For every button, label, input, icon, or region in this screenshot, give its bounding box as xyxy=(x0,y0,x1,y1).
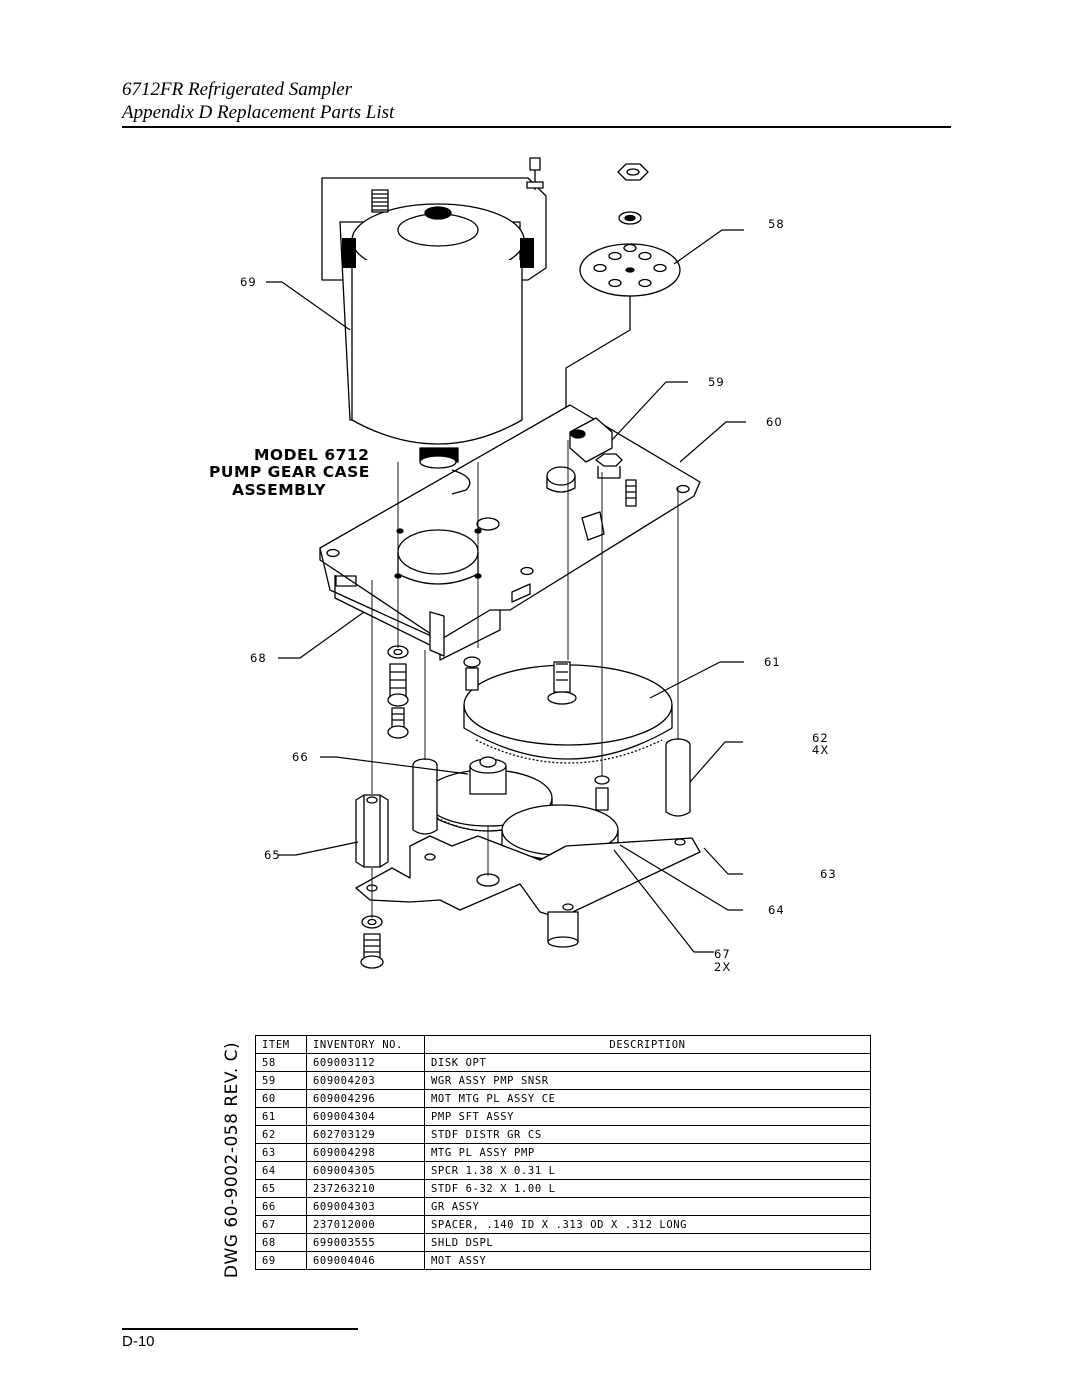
description-cell: GR ASSY xyxy=(424,1197,871,1216)
page-number: D-10 xyxy=(122,1333,155,1350)
document-title: 6712FR Refrigerated Sampler xyxy=(122,79,353,100)
inventory-cell: 602703129 xyxy=(306,1125,425,1144)
drawing-number-text: DWG 60-9002-058 REV. C) xyxy=(222,1041,242,1279)
description-cell: SPCR 1.38 X 0.31 L xyxy=(424,1161,871,1180)
display-shield xyxy=(334,575,531,661)
description-cell: SHLD DSPL xyxy=(424,1233,871,1252)
callout-61: 61 xyxy=(764,655,781,669)
column-header-description: DESCRIPTION xyxy=(424,1035,871,1054)
hardware-stack-left xyxy=(387,645,409,739)
pump-mounting-plate xyxy=(355,835,701,948)
callout-67-qty: 2X xyxy=(714,960,731,974)
cable-tie xyxy=(526,157,544,190)
item-cell: 68 xyxy=(255,1233,307,1252)
inventory-cell: 609004303 xyxy=(306,1197,425,1216)
inventory-cell: 609004298 xyxy=(306,1143,425,1162)
motor-assembly xyxy=(321,157,547,469)
item-cell: 61 xyxy=(255,1107,307,1126)
pump-shaft-gear xyxy=(463,656,673,764)
table-header-row: ITEM INVENTORY NO. DESCRIPTION xyxy=(255,1035,871,1054)
description-cell: MOT MTG PL ASSY CE xyxy=(424,1089,871,1108)
inventory-cell: 699003555 xyxy=(306,1233,425,1252)
description-cell: WGR ASSY PMP SNSR xyxy=(424,1071,871,1090)
description-cell: SPACER, .140 ID X .313 OD X .312 LONG xyxy=(424,1215,871,1234)
callout-62: 62 xyxy=(812,731,829,745)
item-cell: 66 xyxy=(255,1197,307,1216)
callout-65: 65 xyxy=(264,848,281,862)
item-cell: 62 xyxy=(255,1125,307,1144)
item-cell: 69 xyxy=(255,1251,307,1270)
callout-66: 66 xyxy=(292,750,309,764)
motor-mounting-plate xyxy=(319,404,701,652)
pump-sensor xyxy=(569,417,623,479)
item-cell: 59 xyxy=(255,1071,307,1090)
item-cell: 63 xyxy=(255,1143,307,1162)
description-cell: MTG PL ASSY PMP xyxy=(424,1143,871,1162)
item-cell: 67 xyxy=(255,1215,307,1234)
description-cell: STDF DISTR GR CS xyxy=(424,1125,871,1144)
callout-67: 67 xyxy=(714,947,731,961)
drawing-number-label: DWG 60-9002-058 REV. C) xyxy=(222,1040,242,1280)
item-cell: 60 xyxy=(255,1089,307,1108)
callout-69: 69 xyxy=(240,275,257,289)
description-cell: PMP SFT ASSY xyxy=(424,1107,871,1126)
inventory-cell: 609004296 xyxy=(306,1089,425,1108)
standoff-distributor xyxy=(412,738,691,835)
inventory-cell: 609003112 xyxy=(306,1053,425,1072)
drawing-title-assembly-name: PUMP GEAR CASE xyxy=(209,463,370,481)
section-title: Appendix D Replacement Parts List xyxy=(122,102,395,123)
drawing-title-assembly: ASSEMBLY xyxy=(232,481,326,499)
callout-58: 58 xyxy=(768,217,785,231)
item-cell: 58 xyxy=(255,1053,307,1072)
exploded-assembly-drawing: MODEL 6712 PUMP GEAR CASE ASSEMBLY 58 69… xyxy=(209,157,837,974)
header-rule xyxy=(122,126,951,128)
standoff xyxy=(355,794,389,868)
motor-spring xyxy=(371,189,389,213)
callout-62-qty: 4X xyxy=(812,743,829,757)
page-header: 6712FR Refrigerated Sampler Appendix D R… xyxy=(122,78,394,124)
inventory-cell: 609004305 xyxy=(306,1161,425,1180)
inventory-cell: 609004304 xyxy=(306,1107,425,1126)
bottom-screw xyxy=(360,915,384,969)
drawing-title-model: MODEL 6712 xyxy=(254,446,369,464)
inventory-cell: 237263210 xyxy=(306,1179,425,1198)
column-header-inventory: INVENTORY NO. xyxy=(306,1035,425,1054)
optical-disk xyxy=(565,163,681,440)
callout-64: 64 xyxy=(768,903,785,917)
column-header-item: ITEM xyxy=(255,1035,307,1054)
item-cell: 64 xyxy=(255,1161,307,1180)
description-cell: DISK OPT xyxy=(424,1053,871,1072)
callout-63: 63 xyxy=(820,867,837,881)
description-cell: MOT ASSY xyxy=(424,1251,871,1270)
footer-rule xyxy=(122,1328,358,1330)
callout-68: 68 xyxy=(250,651,267,665)
callout-60: 60 xyxy=(766,415,783,429)
inventory-cell: 609004203 xyxy=(306,1071,425,1090)
inventory-cell: 609004046 xyxy=(306,1251,425,1270)
callout-59: 59 xyxy=(708,375,725,389)
inventory-cell: 237012000 xyxy=(306,1215,425,1234)
item-cell: 65 xyxy=(255,1179,307,1198)
description-cell: STDF 6-32 X 1.00 L xyxy=(424,1179,871,1198)
